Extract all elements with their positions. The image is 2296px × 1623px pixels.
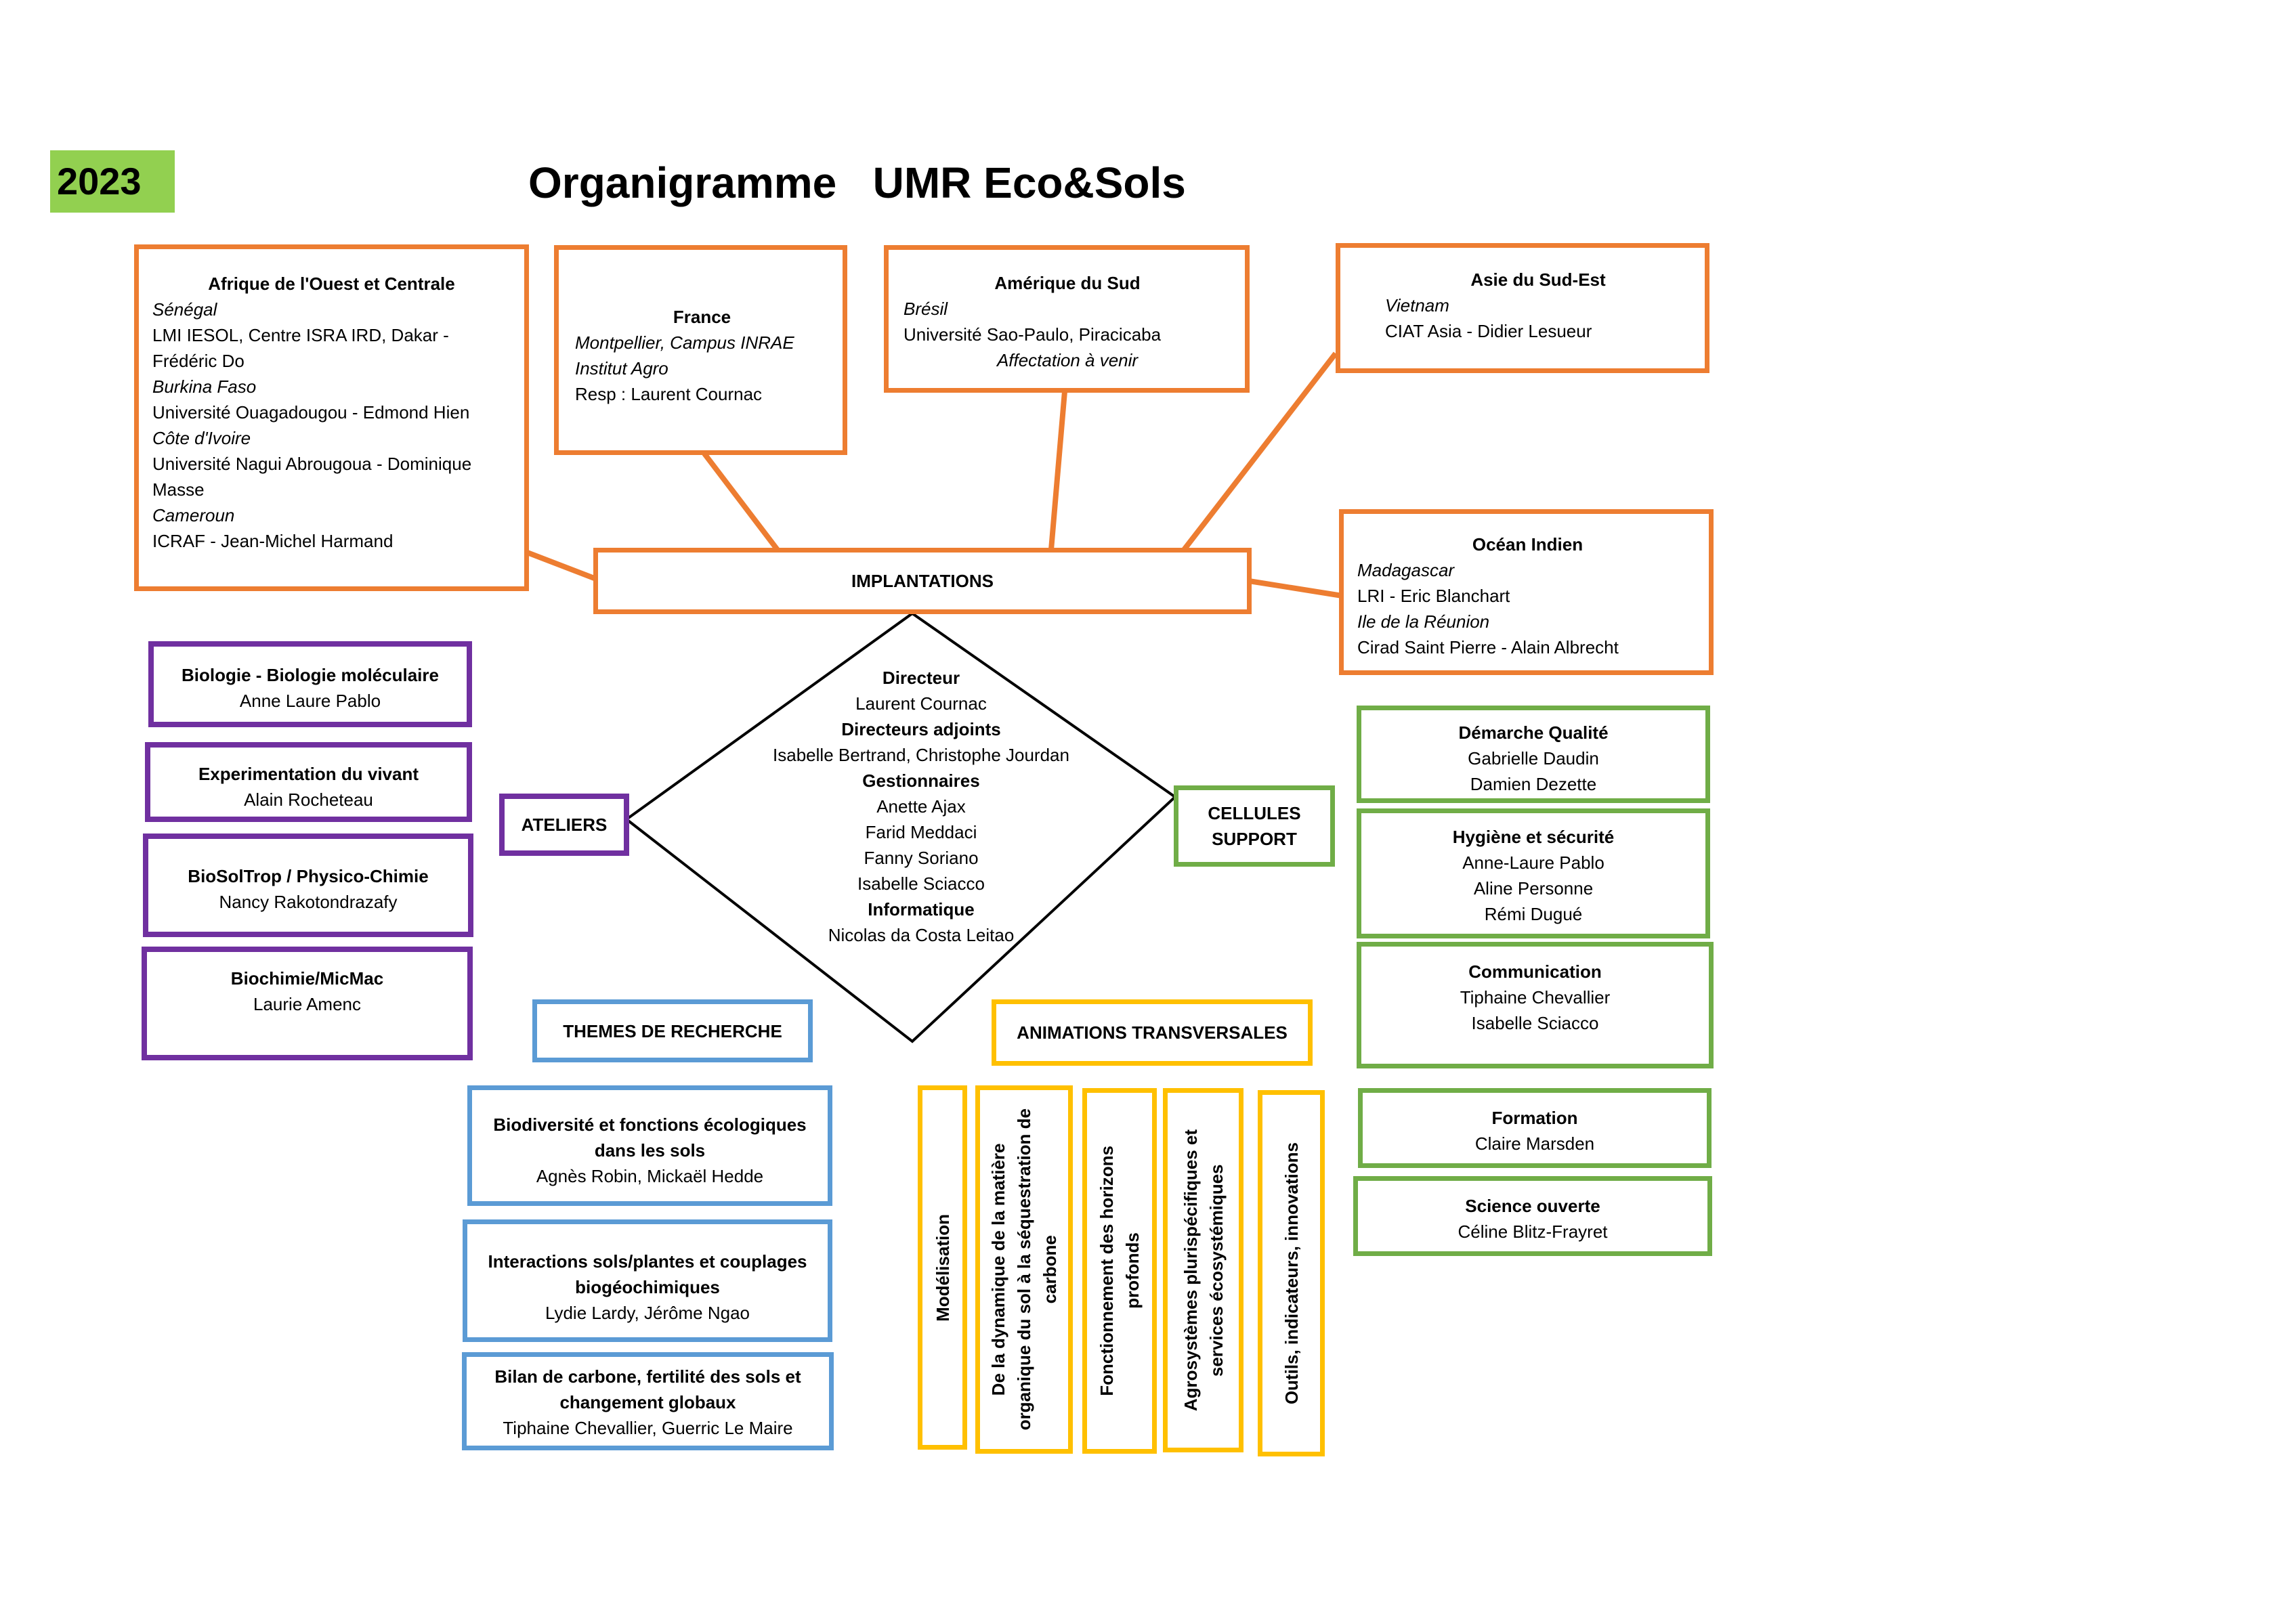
connector-asie [1181, 351, 1338, 552]
atelier-biologie-box: Biologie - Biologie moléculaire Anne Lau… [148, 641, 472, 727]
atelier-biosoltrop-box: BioSolTrop / Physico-Chimie Nancy Rakoto… [143, 834, 473, 937]
france-box: France Montpellier, Campus INRAE Institu… [554, 245, 847, 455]
theme-bilan-carbone-box: Bilan de carbone, fertilité des sols et … [462, 1352, 834, 1450]
cellule-communication-box: Communication Tiphaine Chevallier Isabel… [1357, 942, 1714, 1068]
connector-france [702, 452, 780, 552]
cellule-science-ouverte-box: Science ouverte Céline Blitz-Frayret [1353, 1176, 1712, 1256]
direction-diamond [624, 611, 1178, 1043]
cellule-hygiene-box: Hygiène et sécurité Anne-Laure Pablo Ali… [1357, 808, 1710, 938]
direction-block: Directeur Laurent Cournac Directeurs adj… [773, 668, 1069, 945]
cellule-formation-box: Formation Claire Marsden [1358, 1088, 1712, 1168]
cellule-qualite-box: Démarche Qualité Gabrielle Daudin Damien… [1357, 706, 1710, 803]
animation-agrosystemes-box: Agrosystèmes plurispécifiques et service… [1163, 1088, 1243, 1452]
afrique-box: Afrique de l'Ouest et Centrale Sénégal L… [134, 244, 529, 591]
connector-ocean [1248, 578, 1343, 599]
cellules-support-box: CELLULES SUPPORT [1174, 785, 1335, 867]
ocean-indien-box: Océan Indien Madagascar LRI - Eric Blanc… [1339, 509, 1714, 675]
theme-biodiversite-box: Biodiversité et fonctions écologiques da… [467, 1085, 832, 1206]
atelier-experimentation-box: Experimentation du vivant Alain Rochetea… [145, 742, 472, 822]
animation-matiere-organique-box: De la dynamique de la matière organique … [975, 1085, 1073, 1454]
themes-recherche-box: THEMES DE RECHERCHE [532, 999, 813, 1062]
theme-interactions-box: Interactions sols/plantes et couplages b… [463, 1219, 832, 1342]
animation-horizons-profonds-box: Fonctionnement des horizons profonds [1082, 1088, 1157, 1454]
implantations-box: IMPLANTATIONS [593, 548, 1252, 614]
amerique-box: Amérique du Sud Brésil Université Sao-Pa… [884, 245, 1250, 393]
connector-amerique [1048, 391, 1067, 550]
asie-box: Asie du Sud-Est Vietnam CIAT Asia - Didi… [1336, 243, 1709, 373]
ateliers-box: ATELIERS [499, 794, 629, 856]
page-title: Organigramme UMR Eco&Sols [528, 158, 1186, 207]
animation-outils-box: Outils, indicateurs, innovations [1258, 1090, 1325, 1456]
year-badge: 2023 [50, 150, 175, 213]
atelier-biochimie-box: Biochimie/MicMac Laurie Amenc [142, 947, 473, 1060]
animations-transversales-box: ANIMATIONS TRANSVERSALES [992, 999, 1313, 1066]
connector-afrique [524, 549, 597, 582]
animation-modelisation-box: Modélisation [918, 1085, 967, 1450]
